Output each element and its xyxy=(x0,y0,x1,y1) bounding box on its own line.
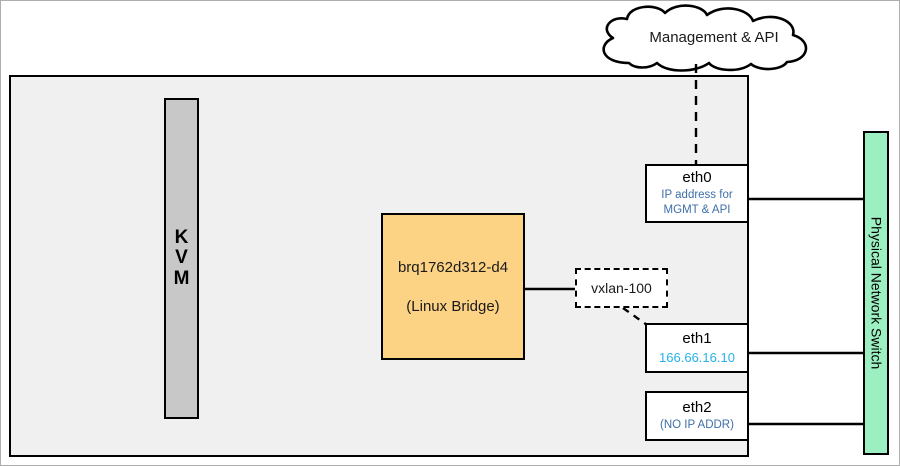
interface-eth1-title: eth1 xyxy=(682,330,712,348)
interface-eth2-title: eth2 xyxy=(682,399,712,417)
vxlan-label: vxlan-100 xyxy=(591,280,652,296)
interface-eth0: eth0 IP address for MGMT & API xyxy=(645,164,749,223)
linux-bridge-node: brq1762d312-d4 (Linux Bridge) xyxy=(381,213,525,360)
interface-eth0-subtext-line2: MGMT & API xyxy=(663,204,731,217)
interface-eth1-ip-address: 166.66.16.10 xyxy=(659,350,735,366)
kvm-letter-k: K xyxy=(174,226,189,248)
linux-bridge-name: brq1762d312-d4 xyxy=(397,258,509,276)
linux-bridge-type: (Linux Bridge) xyxy=(406,297,500,315)
physical-network-switch-label: Physical Network Switch xyxy=(868,216,884,370)
management-api-cloud-label: Management & API xyxy=(649,29,779,46)
interface-eth0-subtext-line1: IP address for xyxy=(661,188,733,201)
management-api-cloud-shape xyxy=(602,4,808,72)
interface-eth0-title: eth0 xyxy=(682,168,712,186)
interface-eth1: eth1 166.66.16.10 xyxy=(645,323,749,373)
hypervisor-host-container xyxy=(9,75,749,457)
interface-eth2-ip-status: (NO IP ADDR) xyxy=(660,418,734,431)
interface-eth2: eth2 (NO IP ADDR) xyxy=(645,391,749,441)
vxlan-to-eth1-link xyxy=(622,307,648,326)
kvm-letter-v: V xyxy=(175,247,188,269)
vxlan-node: vxlan-100 xyxy=(575,268,668,308)
physical-network-switch: Physical Network Switch xyxy=(863,131,889,455)
kvm-letter-m: M xyxy=(173,267,190,289)
kvm-bar: K V M xyxy=(164,98,199,419)
